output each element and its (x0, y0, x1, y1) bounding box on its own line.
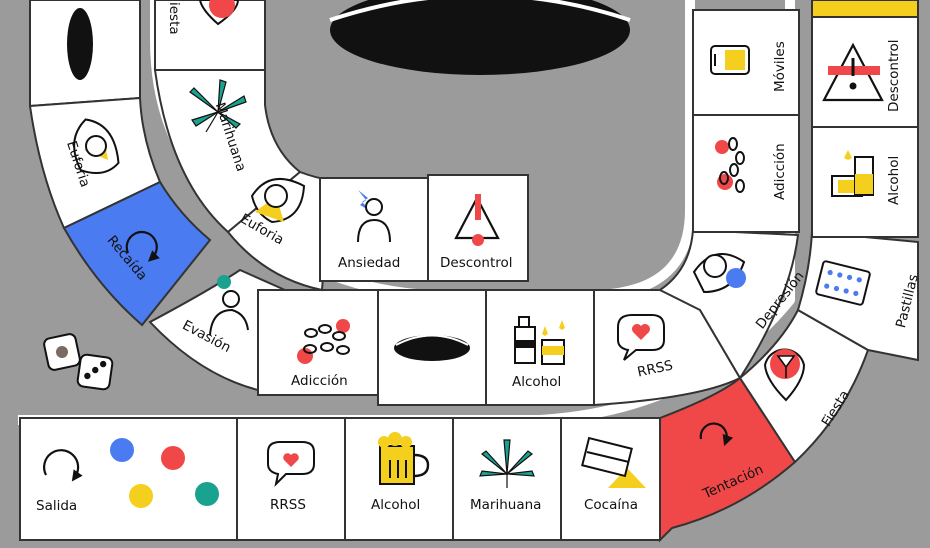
cycle-arrow-icon (43, 449, 83, 482)
alcohol-cell-bottom[interactable]: Alcohol (371, 432, 430, 513)
bottle-glass-icon (831, 150, 874, 197)
fiesta-cell-inner[interactable]: iesta (166, 0, 240, 35)
fiesta-inner-label: iesta (166, 2, 182, 35)
marihuana-label: Marihuana (470, 497, 541, 513)
person-icon (209, 275, 249, 336)
hole-icon (394, 335, 470, 361)
alcohol-mid-label: Alcohol (512, 374, 561, 390)
cannabis-leaf-icon (479, 439, 535, 488)
anxious-person-icon (357, 190, 391, 243)
cycle-arrow-icon (699, 422, 734, 447)
party-pin-icon (198, 0, 240, 26)
adiccion-mid-label: Adicción (291, 373, 348, 389)
dice[interactable] (43, 333, 114, 391)
hole-icon (67, 8, 93, 80)
die-2[interactable] (76, 353, 114, 391)
red-token[interactable] (161, 446, 185, 470)
eye-icon (73, 118, 120, 175)
rrss-cell-mid[interactable]: RRSS (617, 314, 674, 381)
eye-icon (250, 178, 306, 224)
descontrol-inner-label: Descontrol (440, 255, 513, 271)
ansiedad-label: Ansiedad (338, 255, 400, 271)
inner-path (153, 0, 529, 292)
descontrol-cell-inner[interactable]: Descontrol (440, 194, 513, 271)
party-pin-icon (763, 348, 806, 402)
yellow-token[interactable] (129, 484, 153, 508)
bottle-glass-icon (514, 316, 565, 365)
chain-icon (297, 319, 350, 364)
credit-card-icon (581, 436, 646, 488)
start-cell[interactable]: Salida (36, 438, 219, 514)
adiccion-cell-mid[interactable]: Adicción (291, 319, 350, 389)
cocaina-cell-bottom[interactable]: Cocaína (581, 436, 646, 513)
center-hole (329, 0, 631, 75)
alcohol-cell-right[interactable]: Alcohol (831, 150, 902, 205)
descontrol-right-label: Descontrol (886, 39, 902, 112)
alcohol-label: Alcohol (371, 497, 420, 513)
teal-token[interactable] (195, 482, 219, 506)
cycle-arrow-icon (125, 231, 160, 262)
hole-cell[interactable] (394, 334, 470, 361)
cocaina-label: Cocaína (584, 497, 638, 513)
descontrol-cell-right[interactable]: Descontrol (822, 39, 902, 112)
rrss-label: RRSS (270, 497, 306, 513)
start-label: Salida (36, 498, 77, 514)
alcohol-cell-mid[interactable]: Alcohol (512, 316, 565, 390)
pastillas-cell[interactable]: Pastillas (815, 260, 922, 330)
alcohol-right-label: Alcohol (886, 156, 902, 205)
adiccion-cell-upper[interactable]: Adicción (715, 137, 788, 200)
moviles-label: Móviles (772, 41, 788, 92)
cannabis-leaf-icon (189, 79, 247, 133)
rrss-mid-label: RRSS (636, 357, 674, 380)
marihuana-cell-bottom[interactable]: Marihuana (470, 439, 541, 513)
pill-blister-icon (815, 260, 871, 306)
chain-icon (715, 137, 745, 193)
rrss-cell-bottom[interactable]: RRSS (267, 441, 315, 513)
ansiedad-cell[interactable]: Ansiedad (338, 190, 400, 271)
moviles-cell[interactable]: Móviles (710, 41, 788, 92)
eye-icon (692, 253, 746, 294)
hole-cell-left[interactable] (67, 8, 99, 81)
die-1[interactable] (43, 333, 81, 371)
beer-mug-icon (378, 432, 430, 485)
adiccion-upper-label: Adicción (772, 143, 788, 200)
blue-token[interactable] (110, 438, 134, 462)
